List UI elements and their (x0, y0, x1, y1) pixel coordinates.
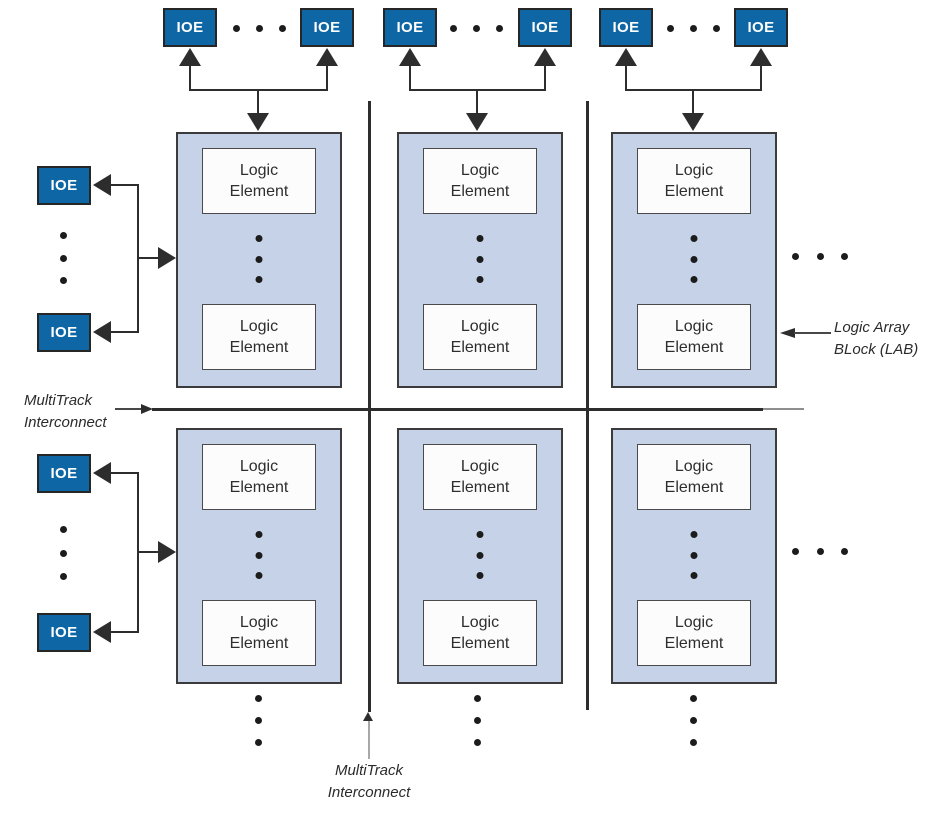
connector-line (189, 58, 191, 91)
ellipsis-dots-vertical (474, 695, 481, 746)
logic-element-box: Logic Element (423, 444, 537, 510)
connector-line (544, 58, 546, 91)
lab-block-r1c1: Logic Element Logic Element (176, 132, 342, 388)
ioe-block-top-4: IOE (518, 8, 572, 47)
arrowhead-down-icon (682, 113, 704, 131)
arrowhead-right-small-icon (141, 404, 153, 414)
ioe-block-left-1: IOE (37, 166, 91, 205)
lab-block-r2c2: Logic Element Logic Element (397, 428, 563, 684)
ioe-label: IOE (50, 465, 78, 482)
ellipsis-dots-horizontal (792, 253, 848, 260)
multitrack-interconnect-left-label: MultiTrack Interconnect (24, 392, 107, 431)
ellipsis-dots-vertical (255, 531, 263, 579)
ioe-block-top-5: IOE (599, 8, 653, 47)
ioe-label: IOE (50, 624, 78, 641)
arrowhead-up-icon (750, 48, 772, 66)
logic-element-box: Logic Element (202, 444, 316, 510)
multitrack-vertical-line-2 (586, 101, 589, 710)
connector-line (138, 551, 159, 553)
ellipsis-dots-vertical (60, 232, 67, 284)
ellipsis-dots-vertical (476, 531, 484, 579)
ellipsis-dots-vertical (255, 235, 263, 283)
connector-line (257, 90, 259, 114)
ellipsis-dots-vertical (690, 235, 698, 283)
connector-line (326, 58, 328, 91)
ioe-block-top-1: IOE (163, 8, 217, 47)
multitrack-vertical-line-1 (368, 101, 371, 712)
left-label-leader-line (115, 408, 142, 410)
ioe-label: IOE (313, 19, 341, 36)
ellipsis-dots-horizontal (233, 25, 286, 32)
ellipsis-dots-horizontal (792, 548, 848, 555)
connector-line (105, 631, 139, 633)
logic-element-box: Logic Element (637, 600, 751, 666)
ioe-block-top-3: IOE (383, 8, 437, 47)
ioe-label: IOE (747, 19, 775, 36)
arrowhead-left-icon (93, 174, 111, 196)
connector-line (409, 58, 411, 91)
arrowhead-up-icon (179, 48, 201, 66)
arrowhead-left-icon (93, 621, 111, 643)
ioe-label: IOE (531, 19, 559, 36)
connector-line (138, 257, 159, 259)
lab-callout-leader-line (794, 332, 831, 334)
lab-block-r2c1: Logic Element Logic Element (176, 428, 342, 684)
arrowhead-left-icon (93, 321, 111, 343)
logic-element-box: Logic Element (637, 444, 751, 510)
ioe-block-left-3: IOE (37, 454, 91, 493)
arrowhead-right-icon (158, 541, 176, 563)
arrowhead-right-icon (158, 247, 176, 269)
lab-block-r1c3: Logic Element Logic Element (611, 132, 777, 388)
arrowhead-up-icon (534, 48, 556, 66)
ioe-label: IOE (50, 177, 78, 194)
arrowhead-down-icon (466, 113, 488, 131)
connector-line (760, 58, 762, 91)
logic-element-box: Logic Element (423, 304, 537, 370)
logic-element-box: Logic Element (202, 600, 316, 666)
ellipsis-dots-vertical (60, 526, 67, 580)
multitrack-horizontal-line (152, 408, 763, 411)
logic-element-box: Logic Element (423, 600, 537, 666)
connector-line (692, 90, 694, 114)
logic-element-box: Logic Element (423, 148, 537, 214)
ioe-label: IOE (50, 324, 78, 341)
ioe-label: IOE (176, 19, 204, 36)
arrowhead-up-icon (316, 48, 338, 66)
connector-line (105, 331, 139, 333)
connector-line (625, 58, 627, 91)
arrowhead-up-icon (399, 48, 421, 66)
ellipsis-dots-horizontal (667, 25, 720, 32)
multitrack-interconnect-bottom-label: MultiTrack Interconnect (327, 762, 411, 801)
lab-block-r2c3: Logic Element Logic Element (611, 428, 777, 684)
ioe-block-top-2: IOE (300, 8, 354, 47)
logic-element-box: Logic Element (637, 304, 751, 370)
multitrack-horizontal-line-tail (763, 408, 804, 410)
arrowhead-down-icon (247, 113, 269, 131)
ioe-label: IOE (612, 19, 640, 36)
ellipsis-dots-vertical (690, 531, 698, 579)
ellipsis-dots-horizontal (450, 25, 503, 32)
arrowhead-up-small-icon (363, 712, 373, 721)
arrowhead-left-small-icon (780, 328, 795, 338)
connector-line (105, 472, 139, 474)
ellipsis-dots-vertical (476, 235, 484, 283)
logic-element-box: Logic Element (202, 304, 316, 370)
ioe-block-left-4: IOE (37, 613, 91, 652)
ellipsis-dots-vertical (255, 695, 262, 746)
ioe-label: IOE (396, 19, 424, 36)
bottom-label-leader-line (368, 721, 370, 759)
arrowhead-up-icon (615, 48, 637, 66)
ioe-block-top-6: IOE (734, 8, 788, 47)
connector-line (476, 90, 478, 114)
ellipsis-dots-vertical (690, 695, 697, 746)
lab-callout-label: Logic Array BLock (LAB) (834, 319, 919, 358)
ioe-block-left-2: IOE (37, 313, 91, 352)
arrowhead-left-icon (93, 462, 111, 484)
logic-element-box: Logic Element (202, 148, 316, 214)
connector-line (105, 184, 139, 186)
logic-element-box: Logic Element (637, 148, 751, 214)
lab-block-r1c2: Logic Element Logic Element (397, 132, 563, 388)
